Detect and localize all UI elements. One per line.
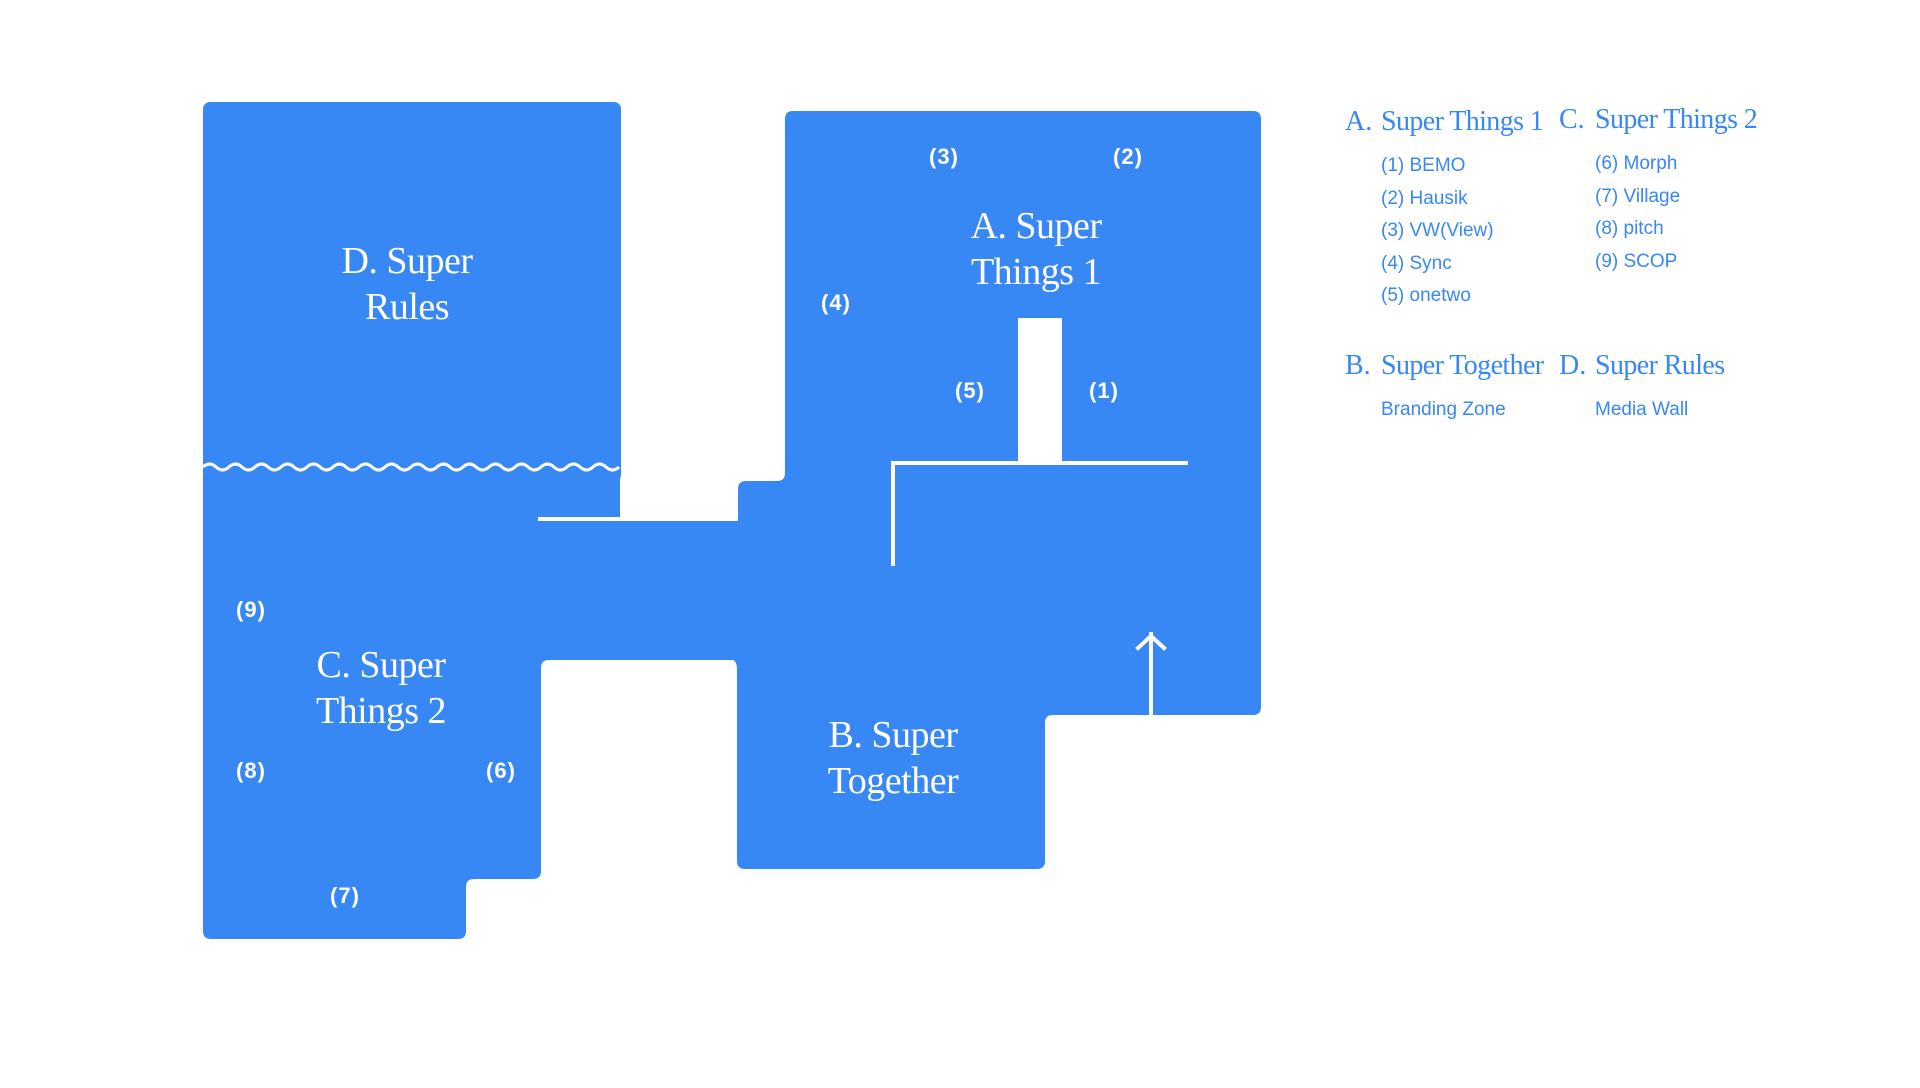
legend-item[interactable]: (2) Hausik [1381, 187, 1468, 209]
legend-item[interactable]: (9) SCOP [1595, 250, 1678, 272]
legend-item[interactable]: (3) VW(View) [1381, 220, 1494, 241]
legend-header: A. Super Things 1 [1345, 106, 1544, 138]
legend-item[interactable]: Media Wall [1595, 399, 1689, 420]
zone-title-a-line1: A. Super [970, 205, 1102, 247]
legend-item[interactable]: (8) pitch [1595, 218, 1664, 239]
legend-letter: B. [1345, 350, 1371, 381]
booth-6[interactable]: (6) [486, 758, 516, 783]
zone-title-d-line2: Rules [365, 286, 449, 328]
legend-item[interactable]: Branding Zone [1381, 399, 1506, 420]
legend-item[interactable]: (6) Morph [1595, 153, 1678, 174]
legend-group-a[interactable]: A. Super Things 1 (1) BEMO (2) Hausik (3… [1345, 106, 1544, 313]
legend-item[interactable]: (7) Village [1595, 185, 1681, 207]
booth-5[interactable]: (5) [955, 378, 985, 403]
legend-title: Super Together [1381, 350, 1544, 381]
legend-group-d[interactable]: D. Super Rules Media Wall [1559, 350, 1725, 427]
legend-item[interactable]: (5) onetwo [1381, 285, 1471, 306]
booth-1[interactable]: (1) [1089, 378, 1119, 403]
legend-title: Super Things 1 [1381, 106, 1544, 137]
legend-item[interactable]: (1) BEMO [1381, 155, 1466, 176]
zone-title-c-line1: C. Super [317, 644, 447, 686]
booth-9[interactable]: (9) [236, 597, 266, 622]
legend-header: C. Super Things 2 [1559, 104, 1758, 136]
legend-list: (1) BEMO (2) Hausik (3) VW(View) (4) Syn… [1381, 150, 1543, 313]
wavy-divider [201, 462, 621, 472]
legend-list: Branding Zone [1381, 394, 1544, 427]
zone-title-b-line2: Together [828, 760, 959, 802]
booth-7[interactable]: (7) [330, 883, 360, 908]
pillar [1018, 318, 1062, 463]
booth-8[interactable]: (8) [236, 758, 266, 783]
booth-4[interactable]: (4) [821, 290, 851, 315]
legend-letter: C. [1559, 104, 1585, 135]
legend-title: Super Things 2 [1595, 104, 1758, 135]
zone-title-a-line2: Things 1 [971, 251, 1101, 293]
booth-3[interactable]: (3) [929, 144, 959, 169]
legend-group-b[interactable]: B. Super Together Branding Zone [1345, 350, 1544, 427]
legend-list: (6) Morph (7) Village (8) pitch (9) SCOP [1595, 148, 1757, 278]
zone-title-d-line1: D. Super [341, 240, 473, 282]
zone-d-area[interactable] [203, 102, 621, 482]
legend-header: B. Super Together [1345, 350, 1544, 382]
legend-group-c[interactable]: C. Super Things 2 (6) Morph (7) Village … [1559, 104, 1758, 278]
legend-list: Media Wall [1595, 394, 1725, 427]
legend-title: Super Rules [1595, 350, 1725, 381]
zone-ab-area[interactable] [540, 111, 1261, 869]
legend-letter: D. [1559, 350, 1587, 381]
legend-item[interactable]: (4) Sync [1381, 252, 1452, 274]
legend-header: D. Super Rules [1559, 350, 1725, 382]
zone-title-b-line1: B. Super [829, 714, 959, 756]
zone-title-c-line2: Things 2 [316, 690, 446, 732]
entrance-arrow-icon [1135, 632, 1167, 832]
booth-2[interactable]: (2) [1113, 144, 1143, 169]
legend-letter: A. [1345, 106, 1373, 137]
